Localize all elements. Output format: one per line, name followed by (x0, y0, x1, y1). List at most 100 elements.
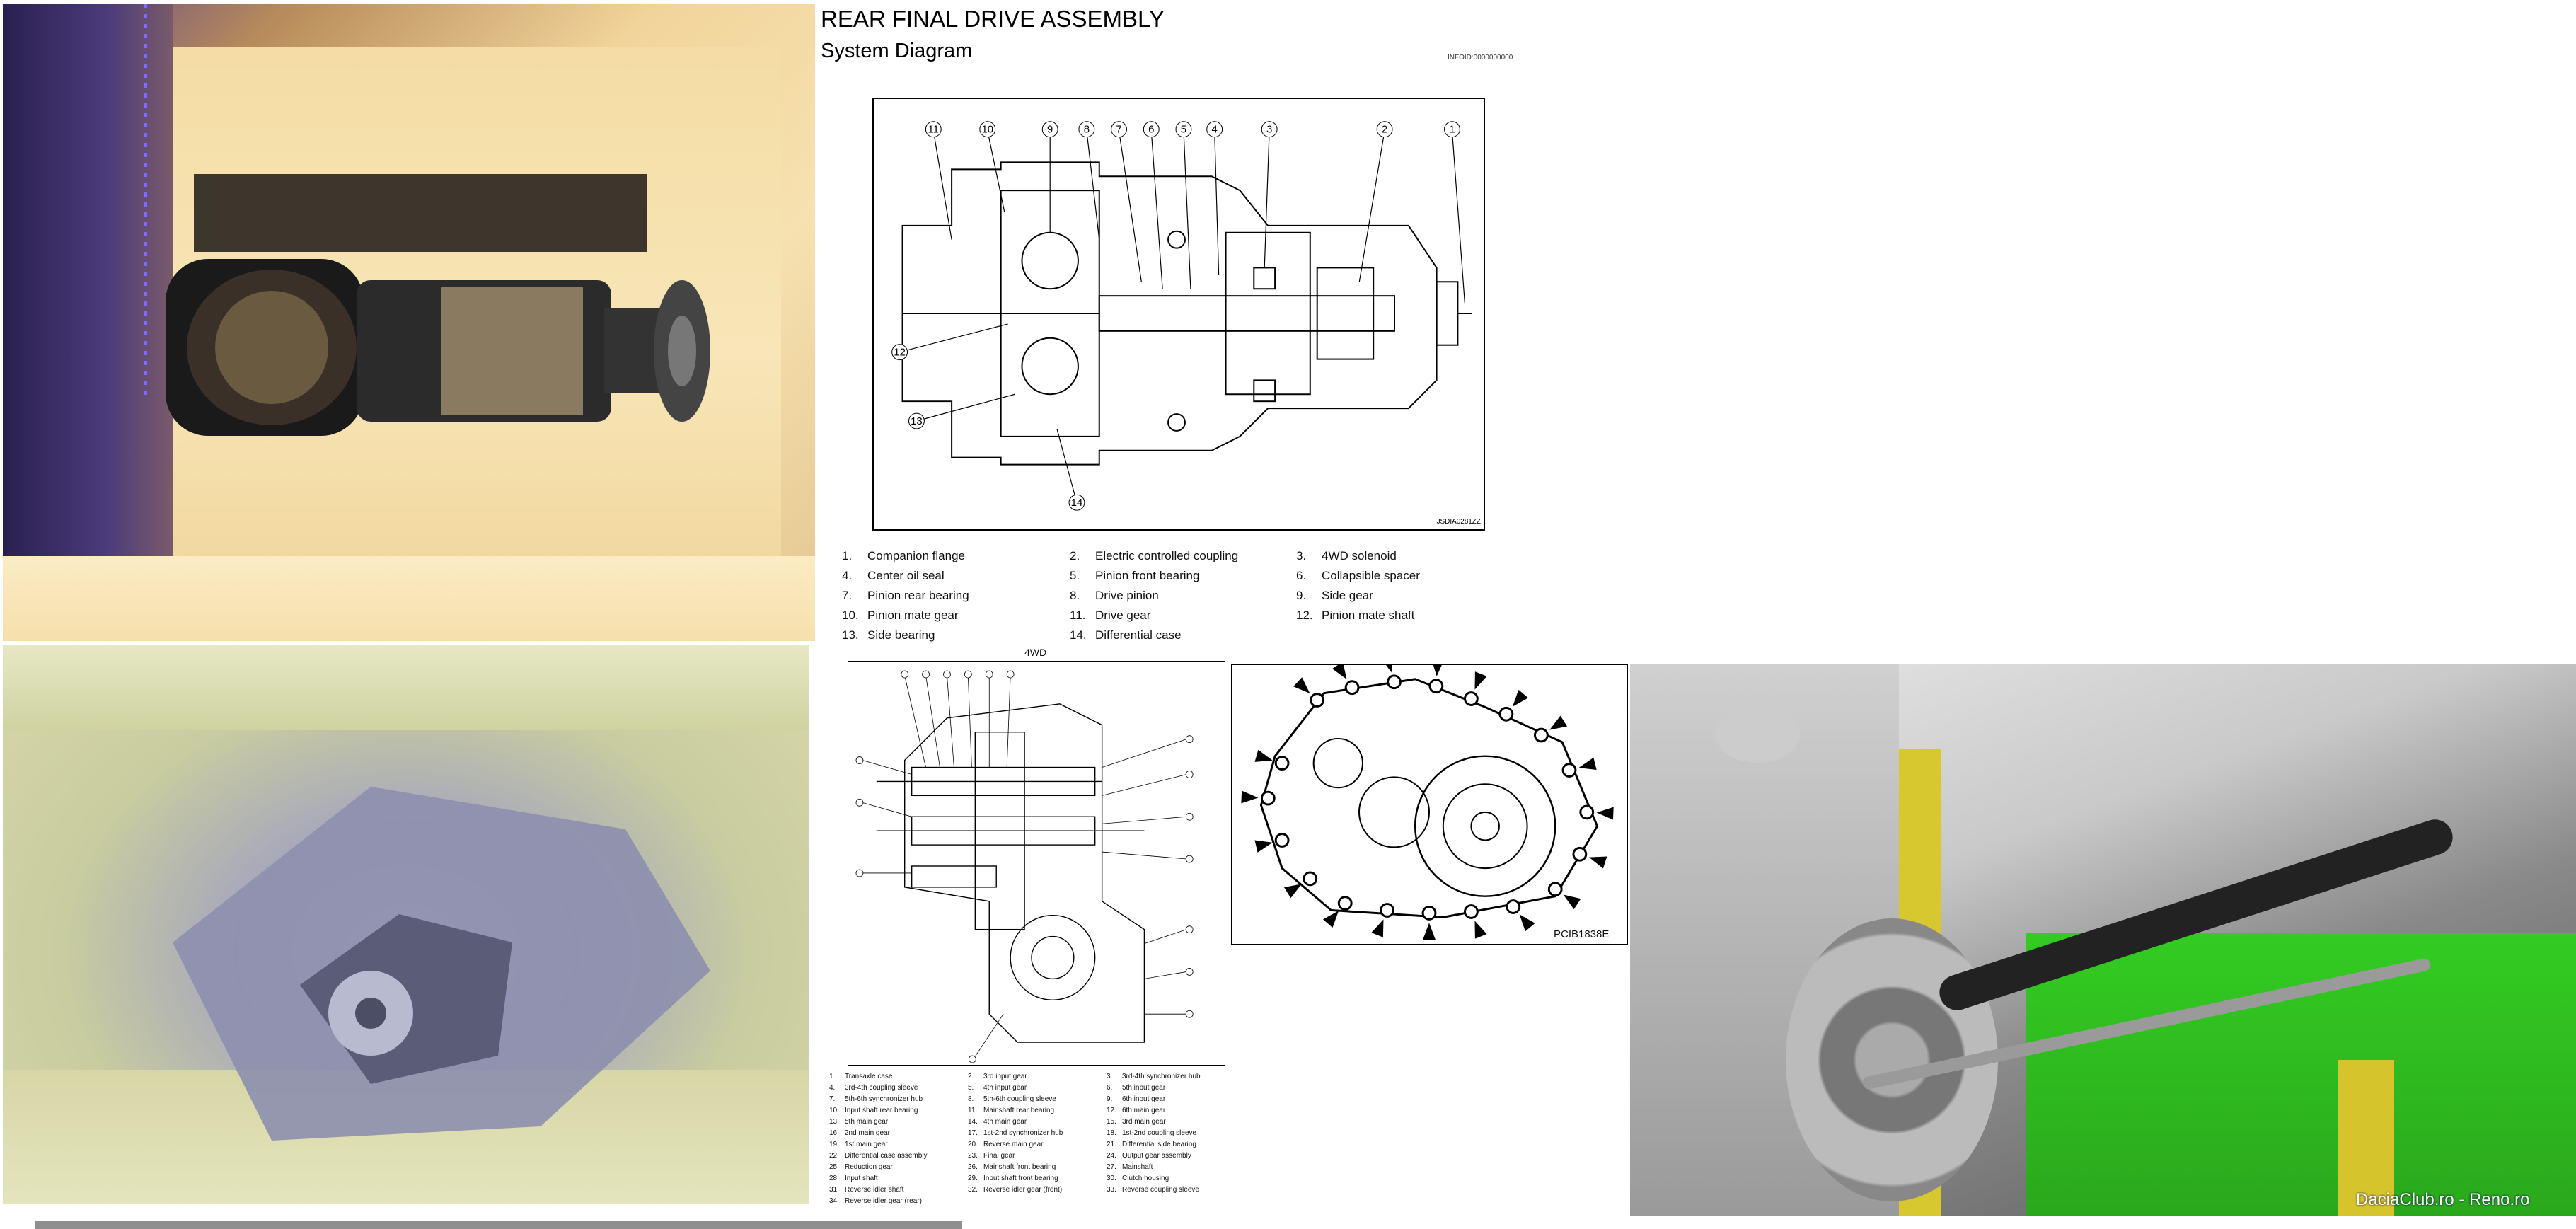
legend-item: 3.3rd-4th synchronizer hub (1107, 1073, 1201, 1080)
legend-item: 14.Differential case (1070, 628, 1182, 642)
bolt-marker (1428, 679, 1444, 694)
bolt-arrow (1371, 919, 1384, 937)
final-drive-unit-image (166, 259, 710, 436)
legend-item: 24.Output gear assembly (1107, 1152, 1191, 1160)
svg-text:5: 5 (1181, 125, 1186, 136)
watermark: DaciaClub.ro - Reno.ro (2356, 1190, 2530, 1209)
bolt-arrow (1254, 840, 1273, 853)
yellow-rack-post (2338, 1060, 2394, 1216)
legend-item: 5.4th input gear (968, 1084, 1027, 1092)
bolt-arrow (1423, 923, 1436, 940)
callout-11: 11 (925, 121, 942, 138)
callout-12: 12 (891, 344, 908, 361)
legend-item: 16.2nd main gear (829, 1129, 890, 1137)
legend-item: 12.6th main gear (1107, 1107, 1166, 1114)
bolt-marker (1303, 871, 1318, 887)
callout-3: 3 (1261, 121, 1278, 138)
bolt-arrow (1563, 894, 1581, 910)
bolt-marker (1260, 790, 1276, 806)
svg-text:10: 10 (981, 125, 993, 136)
bolt-diagram-drawing (1241, 665, 1614, 940)
bolt-marker (1464, 691, 1479, 706)
bolt-marker (1534, 727, 1549, 743)
callout-8: 8 (1078, 121, 1095, 138)
bolt-arrow (1589, 856, 1607, 869)
bolt-marker (1310, 693, 1325, 708)
svg-text:14: 14 (1071, 497, 1083, 509)
callout-9: 9 (1041, 121, 1058, 138)
led-strip (144, 4, 147, 400)
legend-item: 6.Collapsible spacer (1296, 569, 1420, 582)
callout-10: 10 (979, 121, 996, 138)
svg-text:6: 6 (1148, 125, 1154, 136)
legend-item: 2.3rd input gear (968, 1073, 1027, 1080)
legend-item: 7.Pinion rear bearing (842, 589, 969, 602)
legend-item: 27.Mainshaft (1107, 1163, 1153, 1171)
legend-item: 26.Mainshaft front bearing (968, 1163, 1056, 1171)
legend-item: 11.Drive gear (1070, 608, 1151, 622)
svg-text:11: 11 (928, 125, 939, 136)
figure-code: JSDIA0281ZZ (1437, 518, 1481, 526)
transaxle-4wd-diagram (848, 661, 1225, 1066)
svg-text:1: 1 (1449, 125, 1455, 136)
callout-4: 4 (1206, 121, 1223, 138)
bolt-arrow (1332, 665, 1347, 680)
bottom-image-strip (35, 1221, 962, 1229)
svg-text:8: 8 (1084, 125, 1090, 136)
rear-final-drive-system-diagram: 11 10 9 8 7 6 5 4 3 2 1 12 13 14 JSDIA02… (872, 98, 1485, 531)
bolt-arrow (1596, 807, 1614, 820)
svg-text:12: 12 (894, 347, 906, 359)
legend-item: 15.3rd main gear (1107, 1118, 1166, 1126)
bolt-marker (1337, 896, 1353, 911)
document-info-id: INFOID:0000000000 (1448, 54, 1513, 62)
legend-item: 13.Side bearing (842, 628, 935, 642)
bolt-arrow (1474, 921, 1487, 939)
transaxle-bolt-tightening-diagram (1231, 664, 1628, 945)
bolt-arrow (1293, 677, 1310, 694)
document-title: REAR FINAL DRIVE ASSEMBLY (821, 6, 1165, 32)
green-assembly-fixture (2026, 933, 2576, 1216)
bolt-diagram-code: PCIB1838E (1554, 928, 1610, 940)
legend-item: 30.Clutch housing (1107, 1175, 1169, 1182)
legend-item: 25.Reduction gear (829, 1163, 893, 1171)
legend-item: 14.4th main gear (968, 1118, 1027, 1126)
gearbox-image (173, 787, 710, 1141)
bolt-marker (1344, 680, 1360, 696)
bolt-marker (1561, 763, 1577, 778)
bolt-arrow (1241, 790, 1259, 804)
bolt-arrow (1322, 911, 1339, 928)
bolt-marker (1579, 804, 1595, 820)
legend-item: 21.Differential side bearing (1107, 1141, 1196, 1148)
callout-1: 1 (1444, 121, 1460, 138)
bolt-marker (1498, 706, 1514, 722)
svg-text:9: 9 (1047, 125, 1053, 136)
svg-text:4: 4 (1212, 125, 1218, 136)
legend-item: 8.Drive pinion (1070, 589, 1159, 602)
display-case-floor (3, 556, 815, 641)
bolt-marker (1274, 756, 1290, 771)
document-subtitle: System Diagram (821, 40, 973, 62)
photo-gearbox-blurry (3, 645, 809, 1204)
bolt-arrow (1512, 689, 1528, 707)
display-placard (194, 174, 647, 252)
legend-item: 17.1st-2nd synchronizer hub (968, 1129, 1063, 1137)
legend-item: 9.6th input gear (1107, 1095, 1166, 1103)
legend-item: 4.3rd-4th coupling sleeve (829, 1084, 918, 1092)
callout-5: 5 (1175, 121, 1192, 138)
axle-assembly-image (1715, 706, 2453, 1090)
legend-item: 10.Input shaft rear bearing (829, 1107, 918, 1114)
bolt-marker (1421, 906, 1437, 921)
legend-item: 33.Reverse coupling sleeve (1107, 1186, 1199, 1194)
legend-item: 18.1st-2nd coupling sleeve (1107, 1129, 1197, 1137)
callout-13: 13 (908, 412, 925, 429)
bolt-marker (1547, 882, 1563, 897)
legend-item: 12.Pinion mate shaft (1296, 608, 1415, 622)
legend-item: 32.Reverse idler gear (front) (968, 1186, 1063, 1194)
diagram-4wd-label: 4WD (1024, 647, 1047, 658)
legend-item: 29.Input shaft front bearing (968, 1175, 1058, 1182)
bolt-marker (1464, 904, 1479, 919)
bolt-arrow (1549, 715, 1568, 730)
bolt-arrow (1578, 757, 1597, 771)
legend-item: 6.5th input gear (1107, 1084, 1166, 1092)
callout-6: 6 (1143, 121, 1160, 138)
